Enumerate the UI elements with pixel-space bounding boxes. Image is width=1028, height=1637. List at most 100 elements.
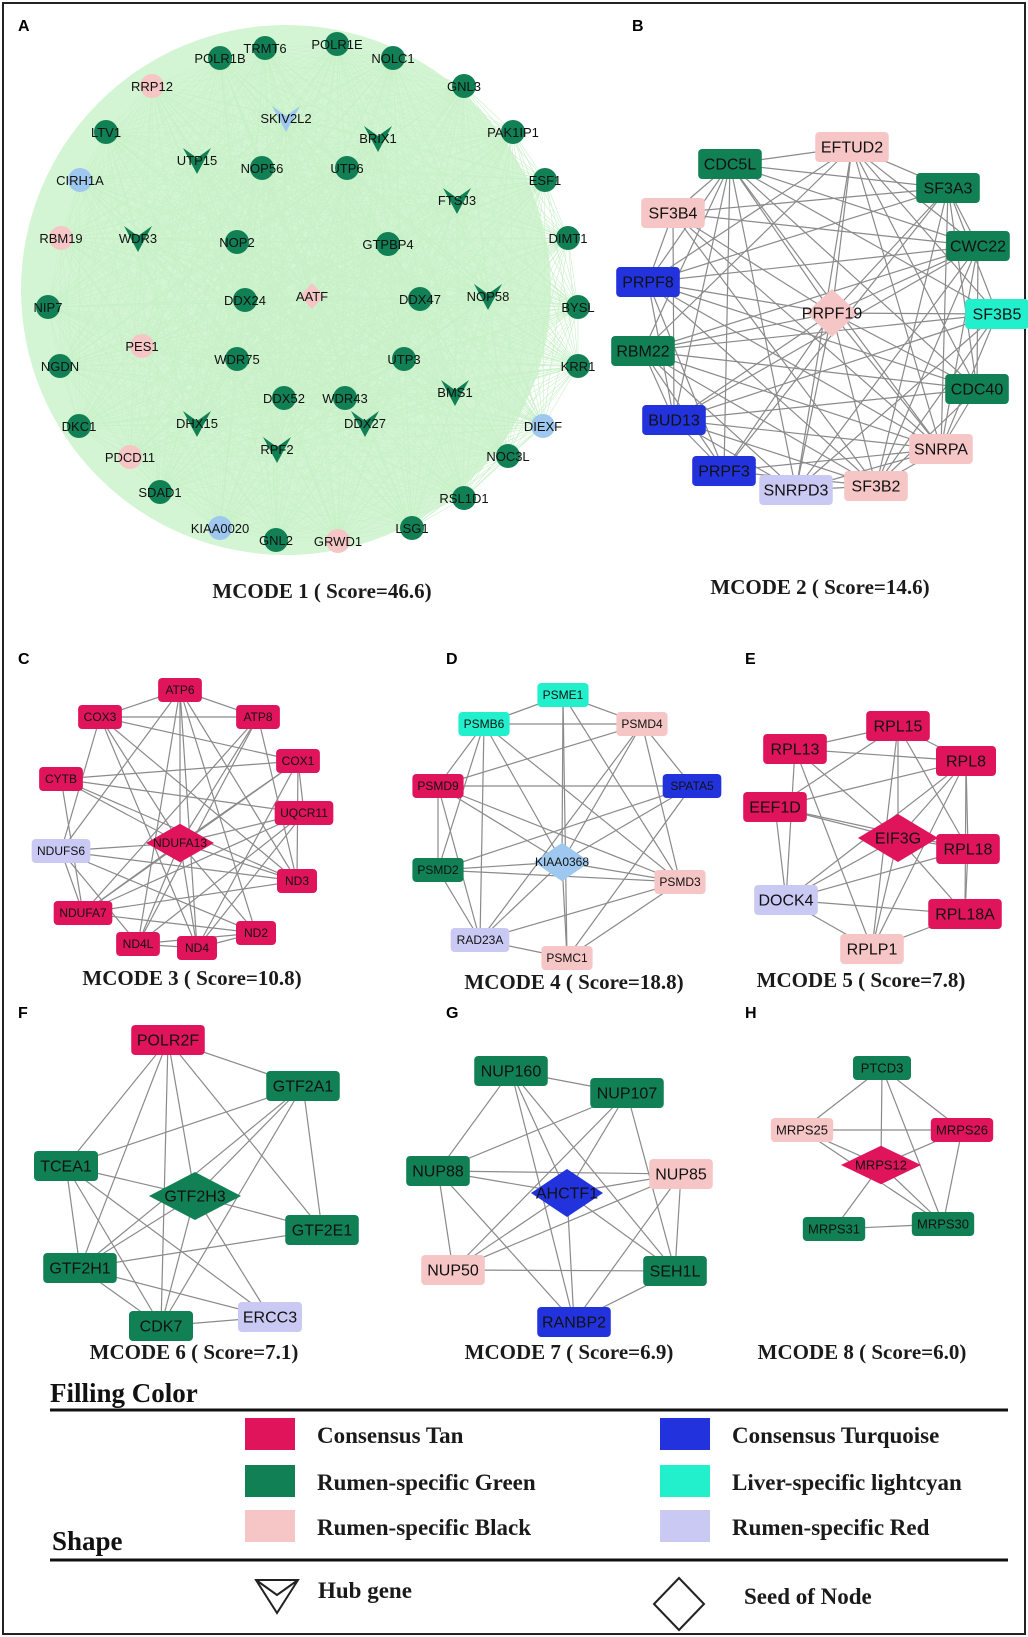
node-krr1[interactable]: KRR1 bbox=[561, 354, 596, 378]
node-gtf2a1[interactable]: GTF2A1 bbox=[266, 1071, 340, 1101]
node-cirh1a[interactable]: CIRH1A bbox=[56, 168, 104, 192]
node-pdcd11[interactable]: PDCD11 bbox=[105, 445, 155, 469]
node-nd4[interactable]: ND4 bbox=[177, 936, 217, 960]
node-atp6[interactable]: ATP6 bbox=[158, 678, 202, 702]
node-rrp12[interactable]: RRP12 bbox=[131, 74, 173, 98]
node-atp8[interactable]: ATP8 bbox=[236, 705, 280, 729]
node-rpl18a[interactable]: RPL18A bbox=[928, 899, 1002, 929]
node-cytb[interactable]: CYTB bbox=[39, 767, 83, 791]
node-ahctf1[interactable]: AHCTF1 bbox=[531, 1169, 603, 1217]
node-nup107[interactable]: NUP107 bbox=[590, 1078, 664, 1108]
node-esf1[interactable]: ESF1 bbox=[529, 168, 562, 192]
node-psmd4[interactable]: PSMD4 bbox=[616, 712, 668, 736]
node-psmb6[interactable]: PSMB6 bbox=[458, 712, 510, 736]
node-gtpbp4[interactable]: GTPBP4 bbox=[362, 232, 414, 256]
node-wdr43[interactable]: WDR43 bbox=[322, 386, 368, 410]
node-diexf[interactable]: DIEXF bbox=[524, 414, 562, 438]
node-prpf3[interactable]: PRPF3 bbox=[692, 456, 756, 486]
node-polr1e[interactable]: POLR1E bbox=[311, 32, 363, 56]
node-utp15[interactable]: UTP15 bbox=[177, 148, 217, 174]
node-ndufs6[interactable]: NDUFS6 bbox=[31, 839, 91, 863]
node-psmd2[interactable]: PSMD2 bbox=[412, 858, 464, 882]
node-dkc1[interactable]: DKC1 bbox=[62, 414, 97, 438]
node-nop56[interactable]: NOP56 bbox=[241, 156, 284, 180]
node-spata5[interactable]: SPATA5 bbox=[662, 774, 722, 798]
node-rbm19[interactable]: RBM19 bbox=[39, 226, 83, 250]
node-polr2f[interactable]: POLR2F bbox=[131, 1025, 205, 1055]
node-sf3b4[interactable]: SF3B4 bbox=[641, 198, 705, 228]
node-ddx47[interactable]: DDX47 bbox=[399, 287, 441, 311]
node-rpl13[interactable]: RPL13 bbox=[763, 734, 827, 764]
node-wdr3[interactable]: WDR3 bbox=[119, 226, 157, 252]
node-utp6[interactable]: UTP6 bbox=[330, 156, 364, 180]
node-rbm22[interactable]: RBM22 bbox=[611, 336, 675, 366]
node-bms1[interactable]: BMS1 bbox=[437, 380, 473, 406]
node-rpl15[interactable]: RPL15 bbox=[866, 711, 930, 741]
node-gnl2[interactable]: GNL2 bbox=[259, 528, 293, 552]
node-psme1[interactable]: PSME1 bbox=[537, 683, 589, 707]
node-mrps12[interactable]: MRPS12 bbox=[841, 1145, 921, 1185]
node-kiaa0020[interactable]: KIAA0020 bbox=[191, 516, 250, 540]
node-eif3g[interactable]: EIF3G bbox=[858, 814, 938, 862]
node-mrps30[interactable]: MRPS30 bbox=[911, 1212, 975, 1236]
node-snrpd3[interactable]: SNRPD3 bbox=[759, 475, 833, 505]
node-nd4l[interactable]: ND4L bbox=[116, 932, 160, 956]
node-bysl[interactable]: BYSL bbox=[561, 295, 595, 319]
node-cdc40[interactable]: CDC40 bbox=[945, 374, 1009, 404]
node-nup50[interactable]: NUP50 bbox=[421, 1255, 485, 1285]
node-ddx52[interactable]: DDX52 bbox=[263, 386, 305, 410]
node-psmc1[interactable]: PSMC1 bbox=[541, 946, 593, 970]
node-nup88[interactable]: NUP88 bbox=[406, 1156, 470, 1186]
node-grwd1[interactable]: GRWD1 bbox=[314, 529, 362, 553]
node-noc3l[interactable]: NOC3L bbox=[486, 444, 530, 468]
node-pes1[interactable]: PES1 bbox=[125, 334, 159, 358]
node-gtf2e1[interactable]: GTF2E1 bbox=[285, 1215, 359, 1245]
node-mrps26[interactable]: MRPS26 bbox=[930, 1118, 994, 1142]
node-ptcd3[interactable]: PTCD3 bbox=[853, 1056, 911, 1080]
node-sdad1[interactable]: SDAD1 bbox=[138, 480, 182, 504]
node-sf3a3[interactable]: SF3A3 bbox=[916, 173, 980, 203]
node-uqcr11[interactable]: UQCR11 bbox=[274, 801, 334, 825]
node-cox1[interactable]: COX1 bbox=[276, 749, 320, 773]
node-ranbp2[interactable]: RANBP2 bbox=[537, 1307, 611, 1337]
node-nup85[interactable]: NUP85 bbox=[649, 1159, 713, 1189]
node-seh1l[interactable]: SEH1L bbox=[643, 1256, 707, 1286]
node-dock4[interactable]: DOCK4 bbox=[754, 885, 818, 915]
node-ddx24[interactable]: DDX24 bbox=[224, 288, 266, 312]
node-rplp1[interactable]: RPLP1 bbox=[840, 934, 904, 964]
node-nd2[interactable]: ND2 bbox=[236, 921, 276, 945]
node-brix1[interactable]: BRIX1 bbox=[359, 126, 397, 152]
node-psmd9[interactable]: PSMD9 bbox=[412, 774, 464, 798]
node-pak1ip1[interactable]: PAK1IP1 bbox=[487, 120, 539, 144]
node-ngdn[interactable]: NGDN bbox=[41, 354, 79, 378]
node-ddx27[interactable]: DDX27 bbox=[344, 411, 386, 437]
node-nolc1[interactable]: NOLC1 bbox=[371, 46, 415, 70]
node-wdr75[interactable]: WDR75 bbox=[214, 347, 260, 371]
node-polr1b[interactable]: POLR1B bbox=[194, 46, 246, 70]
node-rpl8[interactable]: RPL8 bbox=[936, 746, 996, 776]
node-nip7[interactable]: NIP7 bbox=[34, 295, 63, 319]
node-skiv2l2[interactable]: SKIV2L2 bbox=[260, 106, 312, 132]
node-nop2[interactable]: NOP2 bbox=[219, 230, 255, 254]
node-ltv1[interactable]: LTV1 bbox=[91, 120, 121, 144]
node-cdk7[interactable]: CDK7 bbox=[129, 1311, 193, 1341]
node-psmd3[interactable]: PSMD3 bbox=[654, 870, 706, 894]
node-nd3[interactable]: ND3 bbox=[277, 869, 317, 893]
node-prpf8[interactable]: PRPF8 bbox=[616, 267, 680, 297]
node-aatf[interactable]: AATF bbox=[296, 283, 328, 309]
node-rsl1d1[interactable]: RSL1D1 bbox=[439, 486, 489, 510]
node-cdc5l[interactable]: CDC5L bbox=[698, 149, 762, 179]
node-snrpa[interactable]: SNRPA bbox=[909, 434, 973, 464]
node-ndufa13[interactable]: NDUFA13 bbox=[146, 823, 214, 863]
node-rpf2[interactable]: RPF2 bbox=[260, 437, 294, 463]
node-cox3[interactable]: COX3 bbox=[78, 705, 122, 729]
node-prpf19[interactable]: PRPF19 bbox=[802, 289, 863, 337]
node-dimt1[interactable]: DIMT1 bbox=[549, 226, 588, 250]
node-ndufa7[interactable]: NDUFA7 bbox=[53, 901, 113, 925]
node-dhx15[interactable]: DHX15 bbox=[176, 411, 218, 437]
node-gnl3[interactable]: GNL3 bbox=[447, 74, 481, 98]
node-ercc3[interactable]: ERCC3 bbox=[238, 1302, 302, 1332]
node-cwc22[interactable]: CWC22 bbox=[946, 231, 1010, 261]
node-rpl18[interactable]: RPL18 bbox=[936, 834, 1000, 864]
node-gtf2h1[interactable]: GTF2H1 bbox=[43, 1253, 117, 1283]
